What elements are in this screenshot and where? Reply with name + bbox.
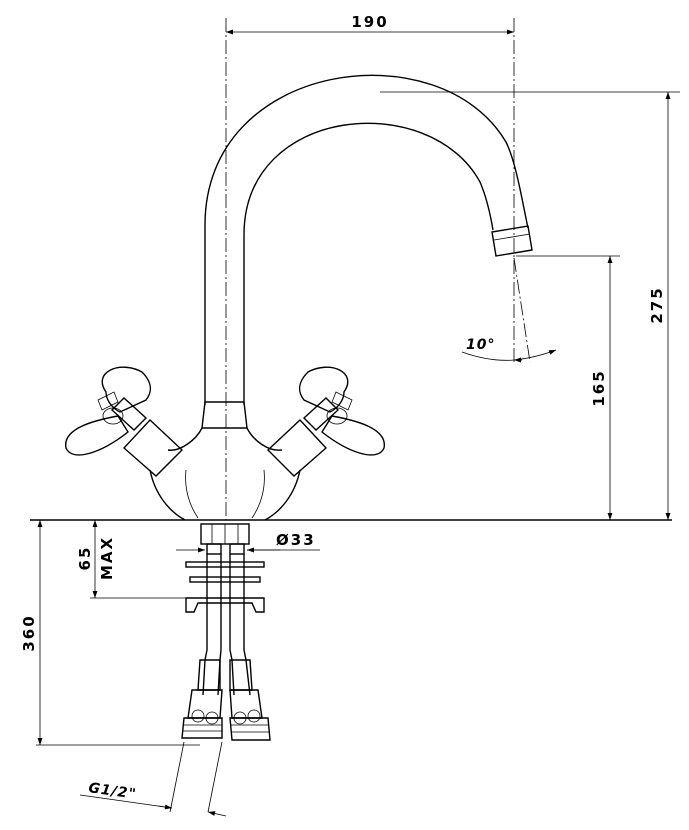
right-handle: [266, 366, 385, 477]
dimension-total-height-label: 275: [648, 286, 666, 323]
spout: [204, 74, 533, 405]
dimension-connection-thread-label: G1/2": [87, 780, 137, 803]
dimension-connection-thread: G1/2": [79, 741, 227, 817]
spout-collar: [201, 401, 248, 429]
dimension-mount-thickness: 65 MAX: [76, 520, 186, 599]
dimension-outlet-height-label: 165: [590, 369, 608, 406]
left-handle: [65, 366, 184, 477]
dimension-mount-thickness-value: 65: [76, 546, 94, 571]
dimension-hose-length-label: 360: [20, 614, 38, 651]
spray-angle-line: [513, 257, 531, 363]
dimension-body-diameter-label: Ø33: [276, 531, 316, 549]
faucet-body: [149, 427, 301, 521]
dimension-spout-reach: 190: [226, 13, 514, 35]
dimension-spout-reach-label: 190: [351, 13, 388, 31]
dimension-body-diameter: Ø33: [176, 531, 320, 553]
mounting-assembly: [185, 523, 265, 650]
dimension-hose-length: 360: [20, 520, 200, 746]
dimension-spray-angle: 10°: [461, 337, 557, 363]
dimension-outlet-height: 165: [516, 255, 620, 520]
dimension-mount-thickness-note: MAX: [98, 536, 116, 580]
dimension-total-height: 275: [380, 91, 680, 520]
supply-hoses: [181, 649, 271, 741]
dimension-spray-angle-label: 10°: [466, 337, 495, 353]
